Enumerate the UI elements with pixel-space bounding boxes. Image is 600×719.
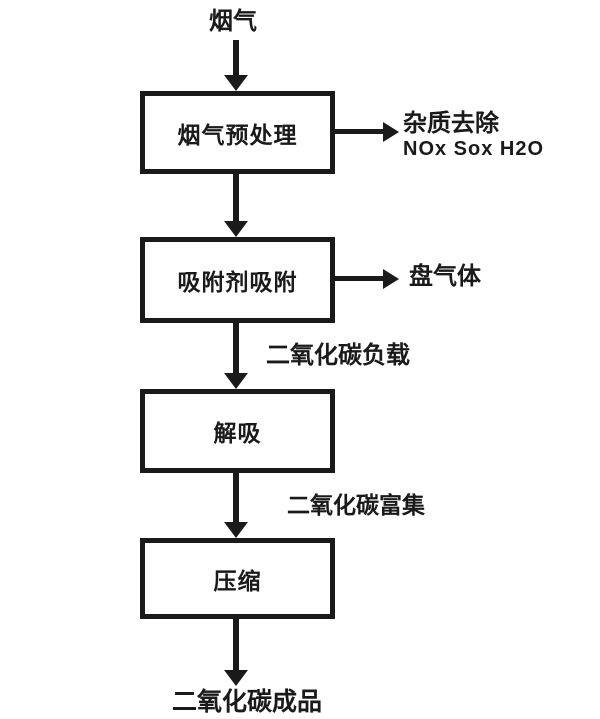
input-label-flue-gas: 烟气 <box>209 8 257 35</box>
box-label: 吸附剂吸附 <box>177 269 298 295</box>
arrow-compression-to-product <box>224 619 248 686</box>
impurity-removal-label: 杂质去除 <box>403 110 499 137</box>
arrow-shaft <box>233 174 239 223</box>
box-adsorbent-adsorption: 吸附剂吸附 <box>140 237 335 323</box>
arrow-adsorption-to-desorption <box>224 323 248 389</box>
box-label: 解吸 <box>213 420 262 446</box>
arrow-adsorption-to-gas <box>335 269 399 289</box>
arrow-shaft <box>233 323 239 375</box>
arrow-shaft <box>335 129 385 134</box>
box-desorption: 解吸 <box>140 389 335 473</box>
arrow-shaft <box>233 619 239 672</box>
arrow-down-icon <box>224 221 248 237</box>
box-label: 烟气预处理 <box>177 121 298 148</box>
box-label: 压缩 <box>213 567 262 594</box>
arrow-shaft <box>233 40 239 77</box>
flow-label-co2-enriched: 二氧化碳富集 <box>287 492 425 518</box>
side-output-impurity-removal: 杂质去除 NOx Sox H2O <box>403 110 544 161</box>
arrow-down-icon <box>224 522 248 538</box>
arrow-pretreatment-to-impurity <box>335 122 399 142</box>
arrow-pretreatment-to-adsorption <box>224 174 248 237</box>
arrow-down-icon <box>224 670 248 686</box>
arrow-down-icon <box>224 75 248 91</box>
arrow-shaft <box>233 473 239 524</box>
impurity-species-label: NOx Sox H2O <box>403 137 545 160</box>
box-flue-gas-pretreatment: 烟气预处理 <box>140 91 335 174</box>
arrow-shaft <box>335 276 385 281</box>
box-compression: 压缩 <box>140 538 335 619</box>
flow-label-co2-loaded: 二氧化碳负载 <box>266 342 410 369</box>
arrow-down-icon <box>224 373 248 389</box>
arrow-desorption-to-compression <box>224 473 248 538</box>
side-output-gas-label: 盘气体 <box>409 263 481 290</box>
arrow-right-icon <box>383 122 399 142</box>
output-label-co2-product: 二氧化碳成品 <box>172 688 323 716</box>
arrow-right-icon <box>383 269 399 289</box>
arrow-input-to-pretreatment <box>224 40 248 91</box>
